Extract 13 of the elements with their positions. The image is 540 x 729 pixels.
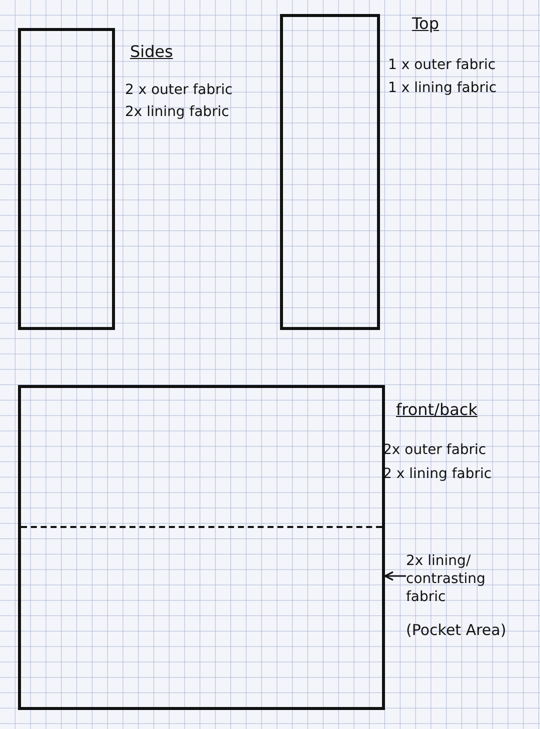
piece-heading: Sides — [130, 41, 173, 63]
piece-heading: front/back — [396, 399, 478, 421]
area-label: (Pocket Area) — [406, 620, 508, 641]
pattern-piece-rectangle — [18, 385, 385, 710]
fabric-quantity-note: 1 x outer fabric — [388, 56, 496, 75]
leader-arrow — [384, 571, 406, 581]
fabric-quantity-note: 2x lining/ contrasting fabric — [406, 552, 486, 607]
fabric-quantity-note: 2x lining fabric — [125, 103, 230, 122]
fabric-quantity-note: 2 x outer fabric — [125, 81, 233, 100]
pattern-piece-rectangle — [18, 28, 115, 330]
fabric-quantity-note: 1 x lining fabric — [388, 79, 497, 98]
piece-heading: Top — [412, 13, 439, 35]
pattern-piece-rectangle — [280, 14, 380, 330]
